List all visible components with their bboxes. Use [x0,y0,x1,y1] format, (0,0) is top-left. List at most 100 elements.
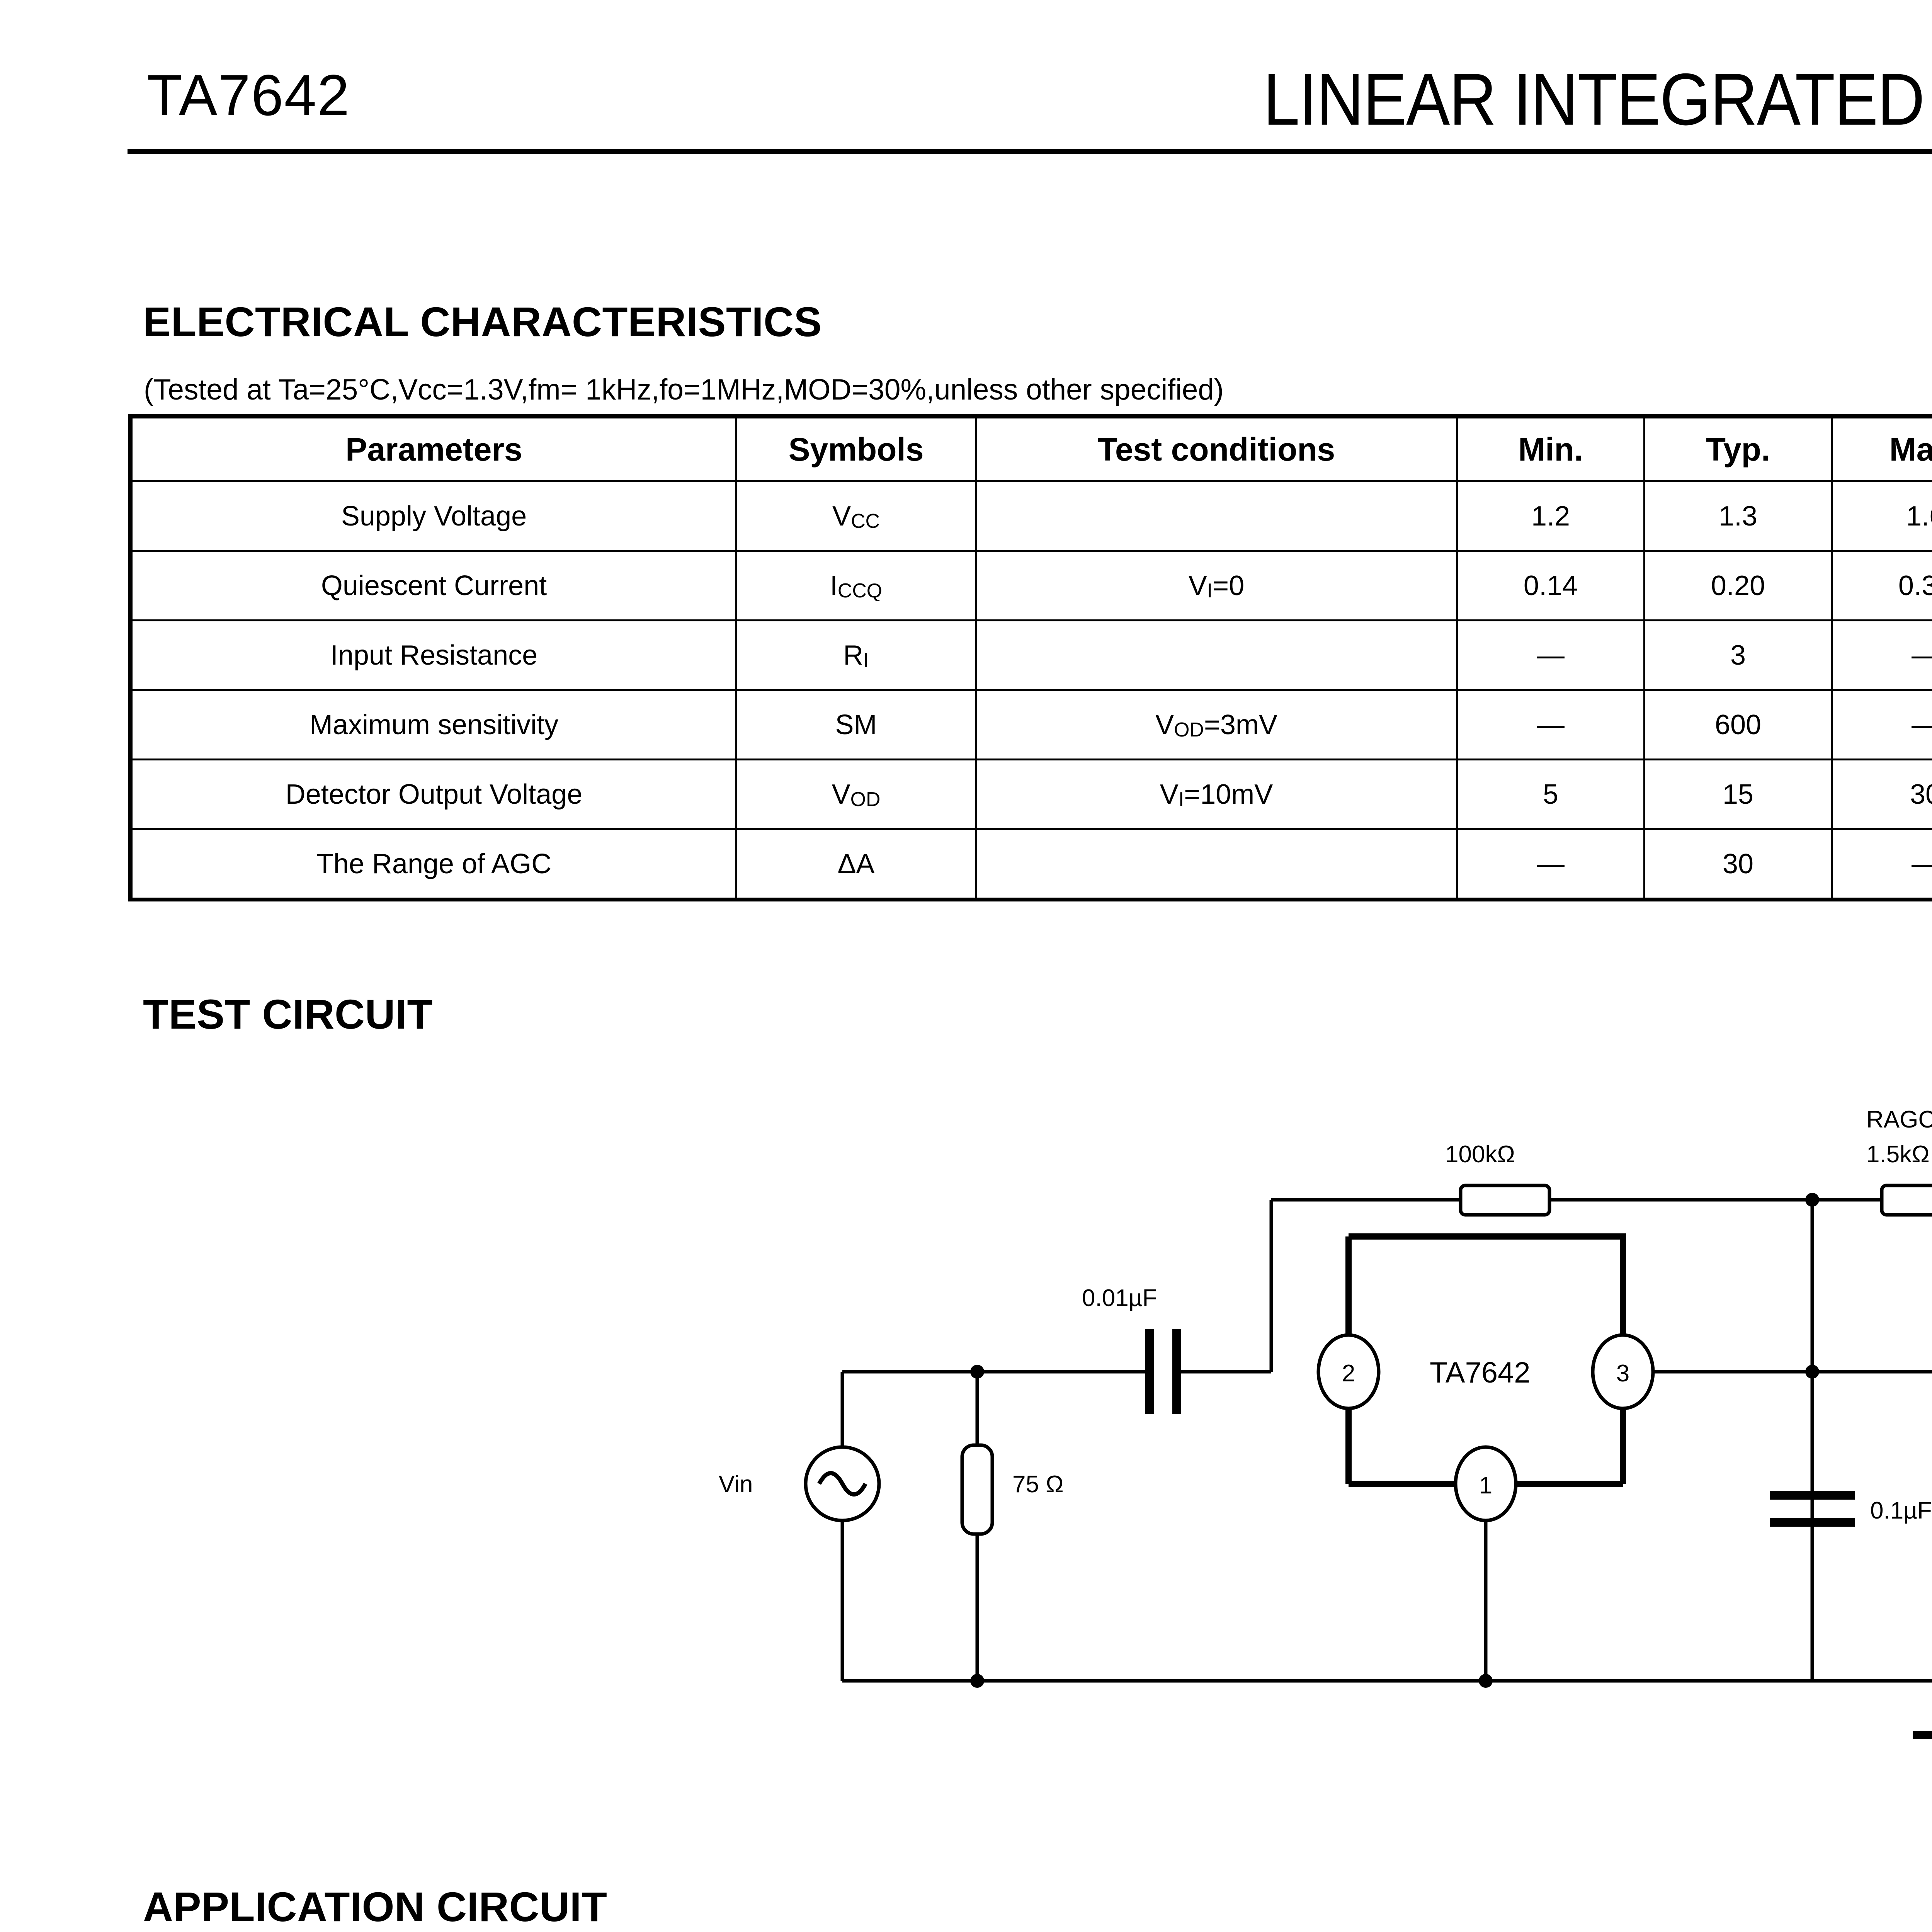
symbol-base: I [830,570,838,601]
capacitor-0-1uf-output [1770,1491,1855,1527]
heading-application-circuit: APPLICATION CIRCUIT [143,1883,607,1930]
cell-symbol: SM [735,689,977,760]
ragc-name-label: RAGC [1866,1106,1932,1133]
symbol-base: V [832,779,850,810]
cell-max: — [1831,619,1932,691]
condition-subscript: I [1207,579,1213,602]
cell-min: — [1456,689,1645,760]
condition-subscript: OD [1174,718,1204,741]
symbol-subscript: OD [850,787,881,810]
vin-source-symbol [804,1445,881,1522]
pin-3: 3 [1591,1333,1655,1410]
condition-base: V [1155,709,1174,740]
symbol-subscript: CC [851,509,880,532]
table-row: Supply Voltage VCC 1.2 1.3 1.6 V [131,480,1932,552]
cell-min: — [1456,828,1645,900]
cell-condition: VI=0 [975,550,1458,621]
capacitor-0-1uf-label: 0.1µF [1870,1497,1932,1524]
page-header: TA7642 LINEAR INTEGRATED CIRCUIT [128,50,1932,162]
cell-symbol: ICCQ [735,550,977,621]
resistor-100k [1459,1184,1551,1217]
cell-max: — [1831,828,1932,900]
cell-typ: 3 [1643,619,1833,691]
table-row: Maximum sensitivity SM VOD=3mV — 600 — µ… [131,689,1932,760]
symbol-subscript: I [863,648,869,671]
cell-condition [975,828,1458,900]
cell-typ: 600 [1643,689,1833,760]
table-row: Input Resistance RI — 3 — MΩ [131,619,1932,691]
cell-condition: VOD=3mV [975,689,1458,760]
cell-parameter: Maximum sensitivity [131,689,737,760]
symbol-subscript: CCQ [837,579,883,602]
cell-parameter: Supply Voltage [131,480,737,552]
cell-typ: 1.3 [1643,480,1833,552]
cell-max: — [1831,689,1932,760]
cell-max: 30 [1831,759,1932,830]
symbol-base: ΔA [837,848,875,879]
column-header-test-conditions: Test conditions [975,417,1458,482]
symbol-base: V [832,500,851,532]
table-row: The Range of AGC ΔA — 30 — dB [131,828,1932,900]
junction-dot [970,1674,984,1688]
cell-min: 5 [1456,759,1645,830]
cell-min: — [1456,619,1645,691]
column-header-typ: Typ. [1643,417,1833,482]
cell-symbol: RI [735,619,977,691]
electrical-test-conditions-note: (Tested at Ta=25°C,Vcc=1.3V,fm= 1kHz,fo=… [144,373,1224,406]
part-number: TA7642 [147,63,350,128]
heading-test-circuit: TEST CIRCUIT [143,991,433,1037]
pin-2: 2 [1316,1333,1381,1410]
pin-1: 1 [1454,1445,1518,1522]
cell-max: 0.30 [1831,550,1932,621]
cell-max: 1.6 [1831,480,1932,552]
condition-rest: =0 [1213,570,1245,601]
pin-3-number: 3 [1616,1360,1629,1387]
table-header-row: Parameters Symbols Test conditions Min. … [131,417,1932,482]
cell-parameter: Detector Output Voltage [131,759,737,830]
ic-label-ta7642: TA7642 [1430,1356,1531,1389]
pin-2-number: 2 [1342,1360,1355,1387]
vin-label: Vin [719,1471,753,1498]
column-header-symbols: Symbols [735,417,977,482]
symbol-base: SM [835,709,877,740]
condition-rest: =10mV [1184,779,1273,810]
junction-dot [1479,1674,1493,1688]
resistor-ragc-1k5 [1880,1184,1932,1217]
condition-base: V [1188,570,1207,601]
column-header-min: Min. [1456,417,1645,482]
junction-dot [970,1365,984,1379]
capacitor-0-01uf-input [1145,1329,1181,1414]
condition-base: V [1160,779,1179,810]
heading-electrical-characteristics: ELECTRICAL CHARACTERISTICS [143,298,822,345]
cell-condition [975,619,1458,691]
cell-min: 1.2 [1456,480,1645,552]
cell-typ: 30 [1643,828,1833,900]
ragc-value-label: 1.5kΩ [1866,1141,1930,1168]
cell-symbol: VOD [735,759,977,830]
cell-symbol: VCC [735,480,977,552]
page-title: LINEAR INTEGRATED CIRCUIT [1263,58,1932,141]
cell-typ: 15 [1643,759,1833,830]
cell-parameter: The Range of AGC [131,828,737,900]
electrical-characteristics-table: Parameters Symbols Test conditions Min. … [131,417,1932,900]
cell-condition: VI=10mV [975,759,1458,830]
cell-min: 0.14 [1456,550,1645,621]
cell-parameter: Quiescent Current [131,550,737,621]
condition-subscript: I [1178,787,1184,810]
cell-typ: 0.20 [1643,550,1833,621]
resistor-75ohm-label: 75 Ω [1012,1471,1064,1498]
condition-rest: =3mV [1204,709,1277,740]
resistor-100k-label: 100kΩ [1445,1141,1515,1168]
ground-symbol [1812,1679,1932,1739]
table-row: Detector Output Voltage VOD VI=10mV 5 15… [131,759,1932,830]
symbol-base: R [843,639,864,671]
column-header-max: Max. [1831,417,1932,482]
table-row: Quiescent Current ICCQ VI=0 0.14 0.20 0.… [131,550,1932,621]
cell-symbol: ΔA [735,828,977,900]
column-header-parameters: Parameters [131,417,737,482]
capacitor-0-01uf-label: 0.01µF [1082,1285,1157,1311]
resistor-75ohm [960,1443,994,1536]
test-circuit-diagram: Vin 75 Ω 0.01µF 100kΩ TA7642 2 3 [116,1059,1932,1855]
cell-parameter: Input Resistance [131,619,737,691]
cell-condition [975,480,1458,552]
